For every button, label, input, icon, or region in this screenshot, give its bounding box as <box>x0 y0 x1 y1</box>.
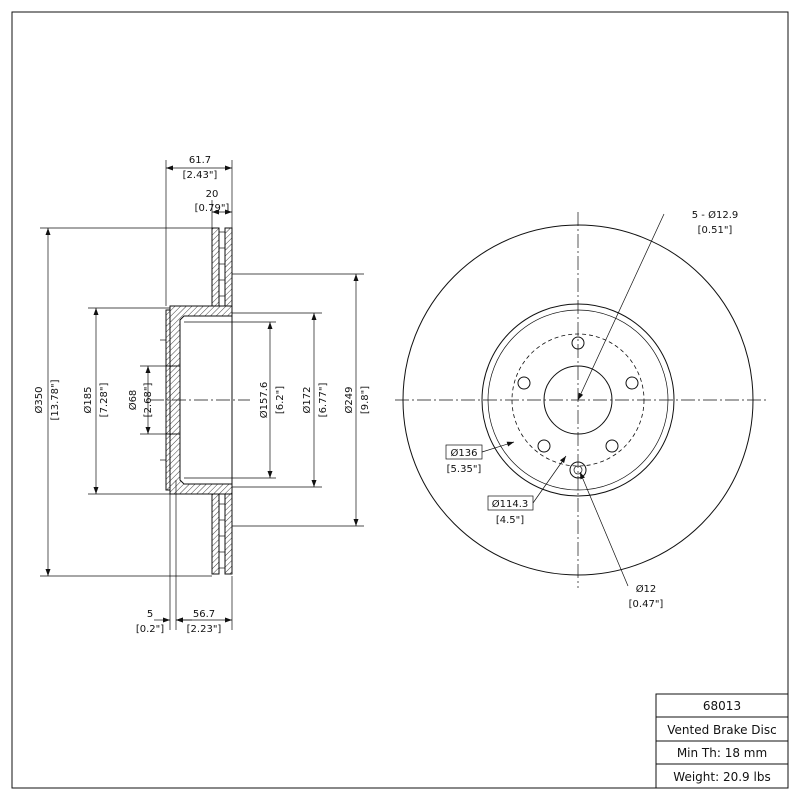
side-section-view: 61.7 [2.43"] 20 [0.79"] Ø350 [13.78"] Ø1… <box>33 155 371 635</box>
dim-hat-outer-in: [6.77"] <box>318 383 329 418</box>
title-block: 68013 Vented Brake Disc Min Th: 18 mm We… <box>655 693 789 789</box>
dim-outer-diameter-mm: Ø350 <box>33 387 45 414</box>
bolt-hole <box>625 376 639 390</box>
label-locator-hole-in: [0.47"] <box>629 599 664 610</box>
min-thickness: Min Th: 18 mm <box>677 746 767 760</box>
front-view: 5 - Ø12.9 [0.51"] Ø136 [5.35"] Ø114.3 [4… <box>395 209 768 610</box>
rotor-plate-outer-top <box>211 227 220 307</box>
pcd-dashed-circle <box>511 333 645 467</box>
dim-inner-hat-mm: Ø157.6 <box>258 382 270 419</box>
mounting-flange <box>165 309 171 491</box>
label-locator-hole-mm: Ø12 <box>636 583 657 595</box>
label-pcd-bolt-in: [4.5"] <box>496 515 524 526</box>
label-bolt-holes-in: [0.51"] <box>698 225 733 236</box>
dim-flange-thickness-mm: 5 <box>147 609 153 620</box>
part-description: Vented Brake Disc <box>667 723 776 737</box>
label-box-pcd-outer <box>445 444 483 460</box>
center-bore <box>543 365 613 435</box>
hat-inner-edge <box>487 309 669 491</box>
bolt-hole <box>517 376 531 390</box>
dim-friction-inner-mm: Ø249 <box>343 387 355 414</box>
label-pcd-bolt-mm: Ø114.3 <box>492 498 529 510</box>
label-pcd-outer-in: [5.35"] <box>447 464 482 475</box>
dim-overall-width-mm: 61.7 <box>189 155 211 166</box>
rotor-outer-edge <box>402 224 754 576</box>
dim-center-bore-mm: Ø68 <box>127 390 139 411</box>
dim-hat-outer-mm: Ø172 <box>301 387 313 414</box>
sheet-border <box>11 11 789 789</box>
rotor-plate-inner-bottom <box>224 493 233 575</box>
leader-bolt-holes <box>577 213 665 401</box>
dim-outer-diameter-in: [13.78"] <box>50 379 61 420</box>
label-box-pcd-bolt <box>487 495 534 511</box>
dim-inner-hat-in: [6.2"] <box>275 386 286 414</box>
bolt-hole <box>537 439 551 453</box>
part-number: 68013 <box>703 699 741 713</box>
dim-center-bore-in: [2.68"] <box>143 383 154 418</box>
dim-friction-inner-in: [9.8"] <box>360 386 371 414</box>
dim-hat-diameter-mm: Ø185 <box>82 387 94 414</box>
rotor-plate-inner-top <box>224 227 233 307</box>
bolt-hole <box>571 336 585 350</box>
dim-rotor-thickness-mm: 20 <box>206 189 219 200</box>
weight: Weight: 20.9 lbs <box>673 770 770 784</box>
dim-flange-thickness-in: [0.2"] <box>136 624 164 635</box>
locator-hole <box>569 461 587 479</box>
dim-overall-width-in: [2.43"] <box>183 170 218 181</box>
leader-locator-hole <box>579 471 629 587</box>
dim-hat-diameter-in: [7.28"] <box>99 383 110 418</box>
hat-outer-edge <box>481 303 675 497</box>
label-pcd-outer-mm: Ø136 <box>451 447 478 459</box>
label-bolt-holes-mm: 5 - Ø12.9 <box>692 209 738 221</box>
rotor-plate-outer-bottom <box>211 493 220 575</box>
dim-rotor-thickness-in: [0.79"] <box>195 203 230 214</box>
dim-hat-height-in: [2.23"] <box>187 624 222 635</box>
dim-hat-height-mm: 56.7 <box>193 609 215 620</box>
bolt-hole <box>605 439 619 453</box>
